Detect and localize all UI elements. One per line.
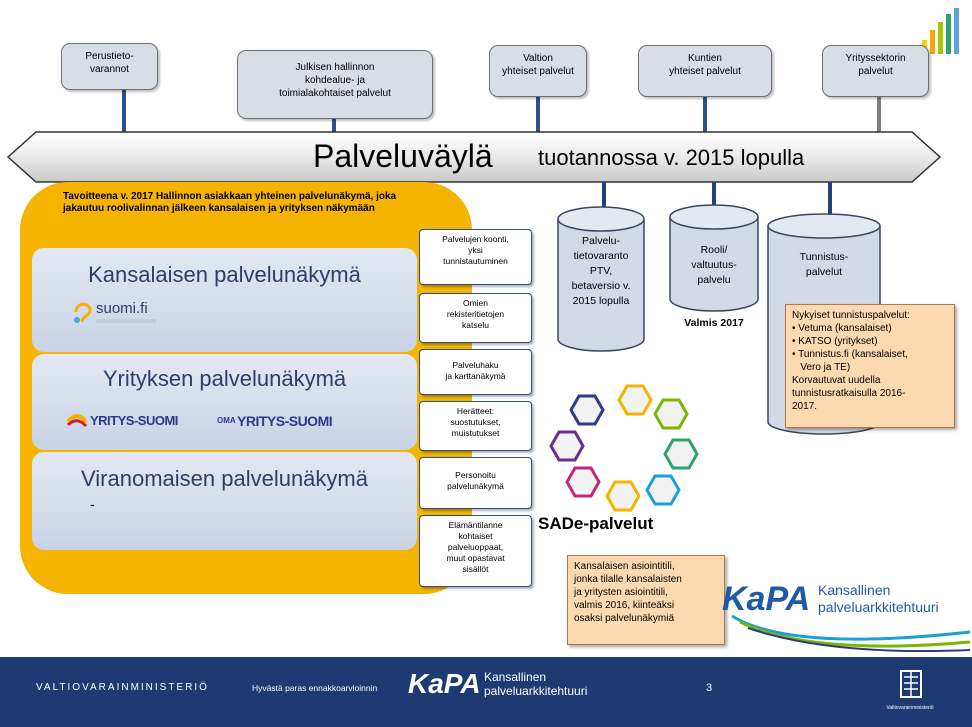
connector-line — [712, 182, 716, 210]
tunnistus-note-item: • Tunnistus.fi (kansalaiset, Vero ja TE) — [792, 349, 908, 373]
tunnistus-note-footer: Korvautuvat uudella tunnistusratkaisulla… — [792, 375, 906, 412]
authority-view-title: Viranomaisen palvelunäkymä — [81, 466, 368, 491]
feature-box-elamantilanne: Elämäntilanne kohtaiset palveluoppaat, m… — [419, 515, 532, 587]
footer-bar — [0, 657, 972, 727]
suomifi-icon — [74, 302, 92, 323]
cylinder-rooli-caption: Valmis 2017 — [684, 317, 744, 329]
sade-label: SADe-palvelut — [538, 514, 654, 533]
top-box-julkisen-hallinnon: Julkisen hallinnon kohdealue- ja toimial… — [237, 50, 433, 119]
palveluvayla-arrow — [6, 131, 942, 183]
oma-yritys-suomi-logo: OMA YRITYS-SUOMI — [217, 412, 387, 434]
sade-hexagon-diagram — [549, 384, 699, 512]
top-box-kuntien: Kuntien yhteiset palvelut — [638, 45, 772, 97]
top-box-perustietovarannot: Perustieto- varannot — [61, 43, 158, 90]
connector-line — [332, 118, 336, 133]
kapa-logo-line1: Kansallinen — [818, 582, 891, 598]
tunnistus-note-heading: Nykyiset tunnistuspalvelut: — [792, 310, 910, 321]
feature-box-omien-tietojen: Omien rekisteritietojen katselu — [419, 293, 532, 343]
feature-box-herateet: Herätteet: suostutukset, muistutukset — [419, 401, 532, 451]
company-view-pane: Yrityksen palvelunäkymä YRITYS-SUOMI OMA… — [32, 354, 417, 450]
connector-line — [602, 182, 606, 214]
kapa-swoosh — [731, 614, 971, 653]
footer-kapa-mark: KaPA — [408, 668, 481, 699]
connector-line — [536, 96, 540, 133]
cylinder-rooli-label: Rooli/ valtuutus- palvelu — [691, 244, 737, 286]
tunnistus-note-item: • KATSO (yritykset) — [792, 336, 878, 347]
oma-prefix: OMA — [217, 416, 236, 425]
arrow-subtitle: tuotannossa v. 2015 lopulla — [538, 145, 805, 170]
feature-box-palveluhaku: Palveluhaku ja karttanäkymä — [419, 349, 532, 395]
connector-line — [828, 182, 832, 217]
footer-kapa-logo: KaPA Kansallinen palveluarkkitehtuuri — [408, 668, 608, 708]
cylinder-rooli — [669, 204, 759, 312]
arrow-title: Palveluväylä — [313, 138, 493, 174]
crest-icon — [900, 670, 922, 698]
page-number: 3 — [706, 682, 713, 694]
cylinder-ptv — [557, 206, 645, 352]
connector-line — [703, 96, 707, 133]
connector-line — [122, 88, 126, 133]
feature-box-palvelujen-koonti: Palvelujen koonti, yksi tunnistautuminen — [419, 229, 532, 285]
hexagon — [549, 384, 699, 512]
top-box-yrityssektorin: Yrityssektorin palvelut — [822, 45, 929, 97]
cylinder-tunnistus-label: Tunnistus- palvelut — [799, 251, 849, 278]
authority-view-pane: Viranomaisen palvelunäkymä - — [32, 452, 417, 550]
footer-subtitle: Hyvästä paras ennakkoarvioinnin — [252, 683, 378, 693]
cylinder-ptv-label: Palvelu- tietovaranto PTV, betaversio v.… — [571, 235, 631, 307]
ministry-crest: Valtiovarainministeriö — [880, 667, 940, 721]
feature-box-personoitu: Personoitu palvelunäkymä — [419, 457, 532, 509]
kapa-logo: KaPA Kansallinen palveluarkkitehtuuri — [722, 580, 972, 636]
authority-dash: - — [90, 496, 95, 512]
decorative-bars — [922, 8, 972, 54]
asiointitili-note: Kansalaisen asiointitili, jonka tilalle … — [567, 555, 725, 645]
citizen-view-pane: Kansalaisen palvelunäkymä suomi.fi — [32, 248, 417, 352]
connector-line — [877, 96, 881, 133]
top-box-valtion: Valtion yhteiset palvelut — [489, 45, 587, 97]
crest-caption: Valtiovarainministeriö — [886, 705, 934, 711]
suomifi-logo-text: suomi.fi — [96, 300, 148, 317]
citizen-view-title: Kansalaisen palvelunäkymä — [88, 262, 361, 287]
yritys-suomi-icon — [66, 414, 88, 428]
tunnistus-note-item: • Vetuma (kansalaiset) — [792, 323, 892, 334]
yritys-suomi-text: YRITYS-SUOMI — [90, 413, 178, 428]
footer-kapa-line2: palveluarkkitehtuuri — [484, 684, 588, 698]
kapa-logo-line2: palveluarkkitehtuuri — [818, 599, 939, 615]
suomifi-logo: suomi.fi — [72, 296, 192, 328]
company-view-title: Yrityksen palvelunäkymä — [102, 366, 347, 391]
oma-yritys-suomi-text: YRITYS-SUOMI — [237, 413, 333, 429]
kapa-logo-mark: KaPA — [722, 580, 811, 618]
tunnistus-note: Nykyiset tunnistuspalvelut: • Vetuma (ka… — [785, 304, 955, 428]
footer-kapa-line1: Kansallinen — [484, 670, 547, 684]
goal-text: Tavoitteena v. 2017 Hallinnon asiakkaan … — [63, 191, 397, 214]
footer-ministry: VALTIOVARAINMINISTERIÖ — [36, 682, 209, 693]
yritys-suomi-logo: YRITYS-SUOMI — [66, 410, 206, 432]
